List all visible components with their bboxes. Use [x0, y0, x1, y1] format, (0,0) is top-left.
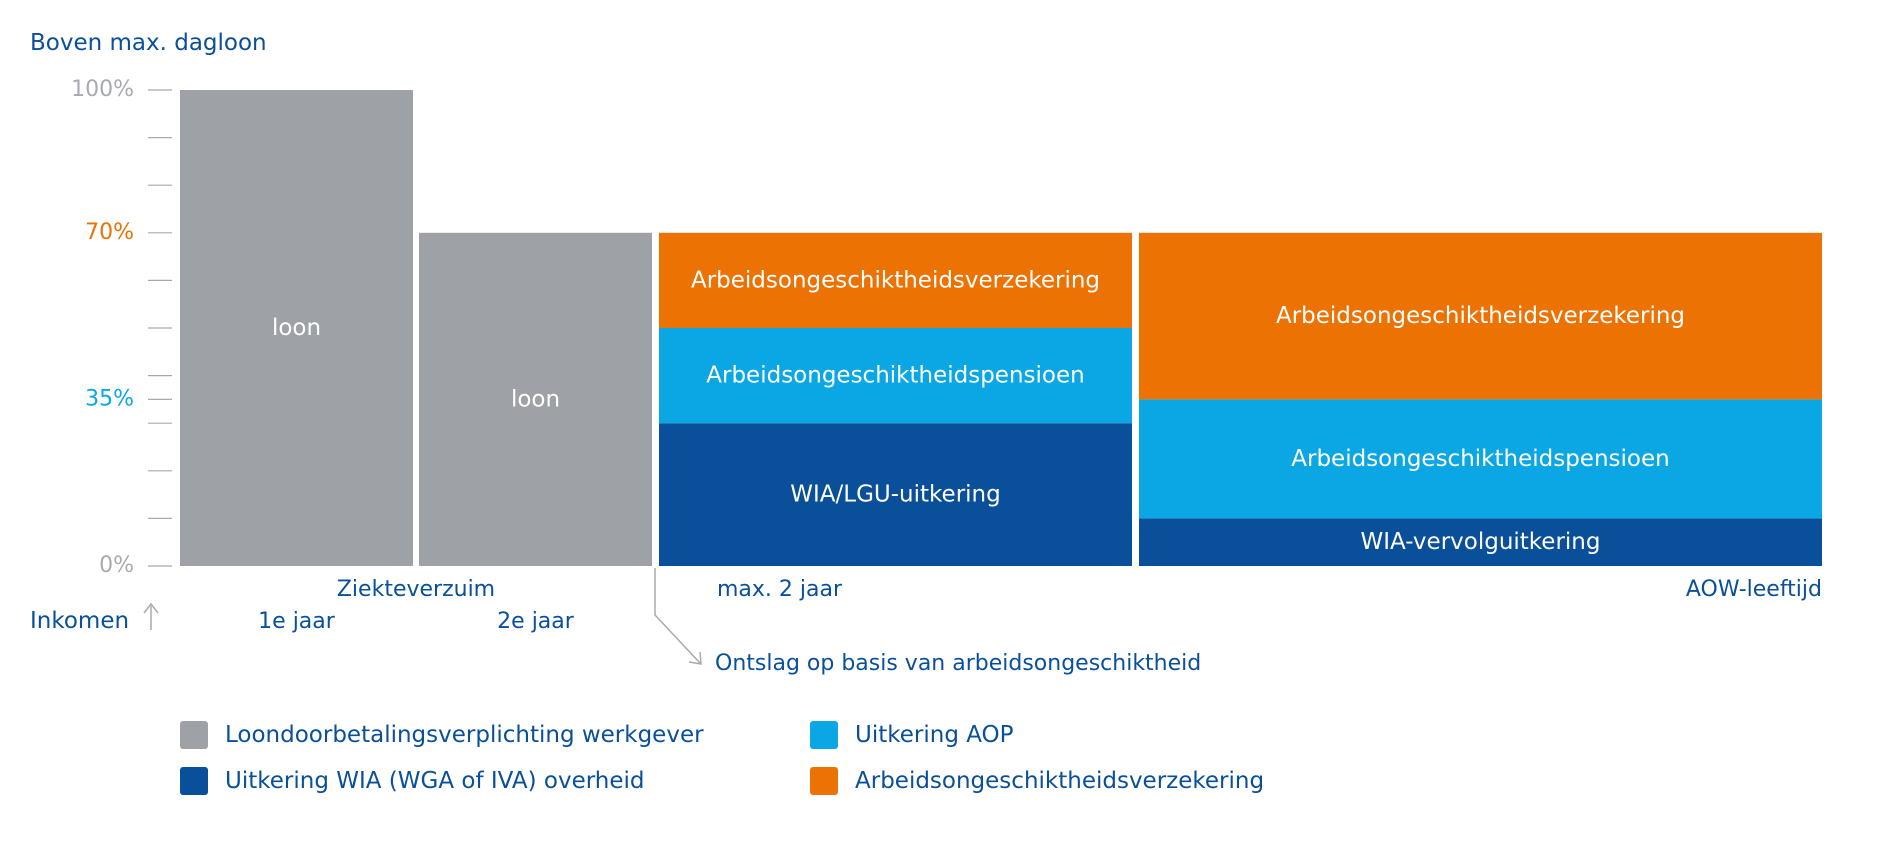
bar-segment: [180, 90, 413, 566]
y-tick-label: 70%: [85, 220, 134, 245]
legend-swatch: [180, 767, 208, 795]
x-category-label: max. 2 jaar: [717, 577, 843, 602]
y-tick-label: 100%: [71, 77, 134, 102]
x-category-label: AOW-leeftijd: [1686, 577, 1822, 602]
y-tick-label: 35%: [85, 386, 134, 411]
bar-segment: [1139, 399, 1822, 519]
period-label: Ziekteverzuim: [337, 577, 495, 602]
bar-segment-label: loon: [272, 315, 321, 341]
annotation-label: Ontslag op basis van arbeidsongeschikthe…: [715, 651, 1201, 676]
legend-swatch: [180, 721, 208, 749]
legend-swatch: [810, 767, 838, 795]
legend-item-label: Uitkering WIA (WGA of IVA) overheid: [225, 768, 645, 794]
y-tick-label: 0%: [99, 553, 134, 578]
annotation-arrowhead-icon: [688, 651, 702, 665]
bar-segment: [659, 423, 1132, 566]
bar-segment-label: Arbeidsongeschiktheidspensioen: [1291, 446, 1669, 472]
bar-segment-label: WIA-vervolguitkering: [1361, 529, 1601, 555]
y-axis-title: Inkomen: [30, 608, 129, 634]
bar-segment: [1139, 518, 1822, 566]
annotation-arrow-icon: [654, 568, 701, 664]
bar-segment-label: WIA/LGU-uitkering: [790, 482, 1000, 508]
y-axis-arrowhead-icon: [143, 602, 159, 614]
chart-title: Boven max. dagloon: [30, 30, 267, 56]
x-category-label: 2e jaar: [497, 609, 575, 634]
bar-segment: [659, 232, 1132, 328]
bar-segment: [1139, 232, 1822, 400]
bar-segment: [419, 232, 652, 567]
legend-item-label: Arbeidsongeschiktheidsverzekering: [855, 768, 1264, 794]
legend-item-label: Loondoorbetalingsverplichting werkgever: [225, 722, 704, 748]
x-category-label: 1e jaar: [258, 609, 336, 634]
bar-segment-label: Arbeidsongeschiktheidsverzekering: [691, 267, 1100, 293]
legend-swatch: [810, 721, 838, 749]
bar-segment-label: loon: [511, 386, 560, 412]
legend-item-label: Uitkering AOP: [855, 722, 1014, 748]
bar-segment: [659, 328, 1132, 424]
bar-segment-label: Arbeidsongeschiktheidsverzekering: [1276, 303, 1685, 329]
bar-segment-label: Arbeidsongeschiktheidspensioen: [706, 363, 1084, 389]
